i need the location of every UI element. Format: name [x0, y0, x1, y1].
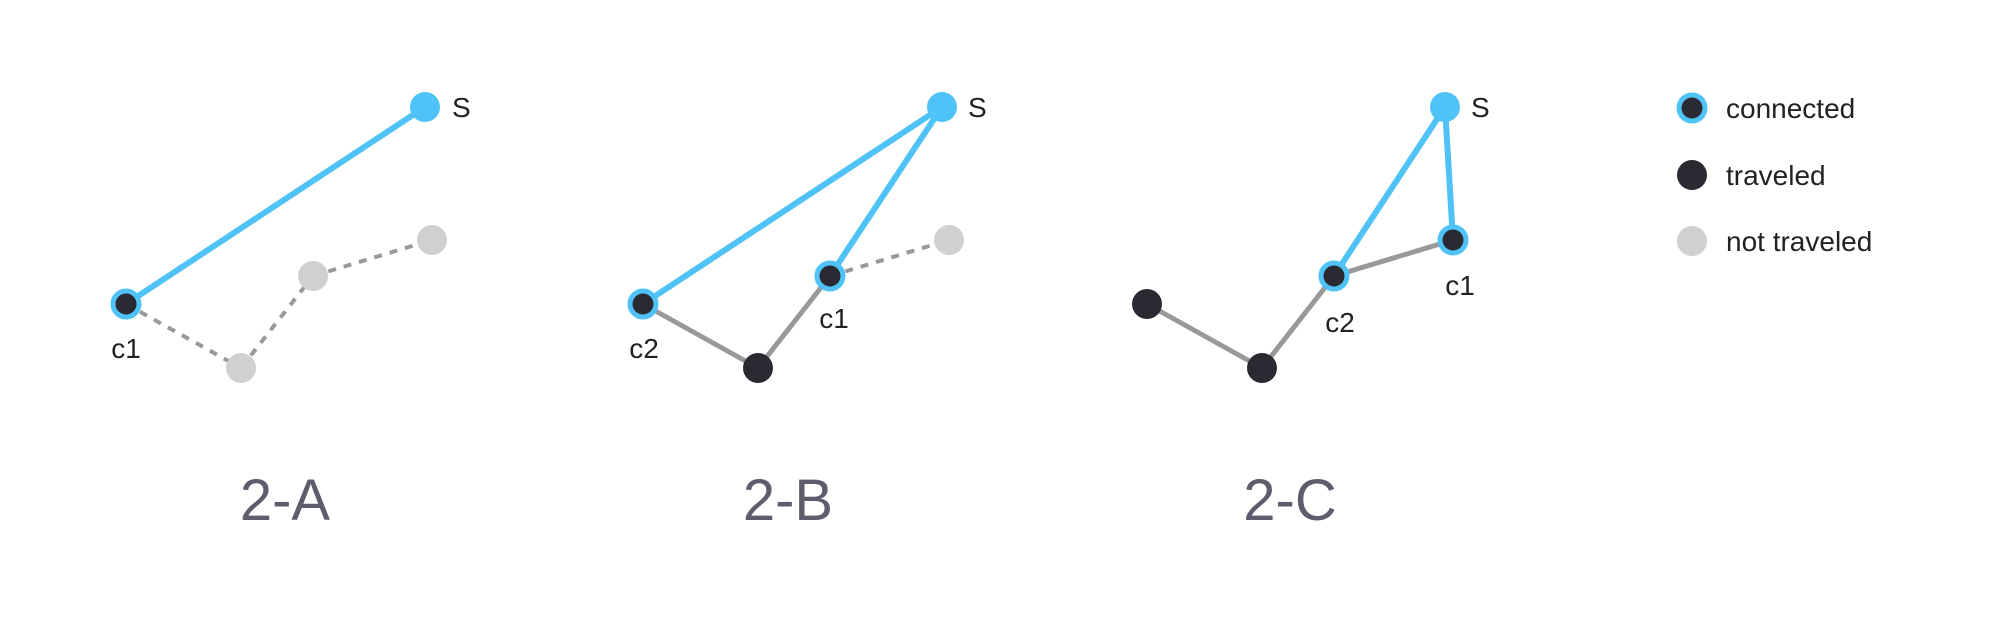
- legend-label: traveled: [1726, 160, 1826, 191]
- node-c1: [1437, 224, 1469, 256]
- panel-2-b: Sc2 c1 2-B: [627, 92, 987, 533]
- connected-edge: [827, 104, 945, 279]
- panel-nodes: Sc1: [110, 92, 471, 383]
- traveled-edge: [755, 273, 833, 371]
- node: [743, 353, 773, 383]
- node-c1: [110, 288, 142, 320]
- node-c2: [627, 288, 659, 320]
- not-traveled-edge: [312, 238, 433, 278]
- connected-edge: [123, 104, 428, 307]
- legend-item-traveled: traveled: [1677, 160, 1826, 191]
- legend-item-connected: connected: [1676, 92, 1855, 124]
- diagram-panels: Sc1 2-A Sc2 c1 2-B Sc2 c1 2-C: [110, 92, 1490, 533]
- panel-nodes: Sc2 c1: [627, 92, 987, 383]
- panel-title: 2-B: [743, 468, 833, 533]
- legend-label: connected: [1726, 93, 1855, 124]
- node: [298, 261, 328, 291]
- node-c2: [1318, 260, 1350, 292]
- legend-swatch-connected: [1676, 92, 1708, 124]
- node-label-c1: c1: [111, 333, 141, 364]
- node: [1247, 353, 1277, 383]
- not-traveled-edge: [239, 274, 315, 370]
- legend: connected traveled not traveled: [1676, 92, 1872, 257]
- legend-label: not traveled: [1726, 226, 1872, 257]
- traveled-edge: [1144, 301, 1265, 371]
- node-s: [410, 92, 440, 122]
- traveled-edge: [1259, 273, 1337, 371]
- legend-swatch-not-traveled: [1677, 226, 1707, 256]
- node: [417, 225, 447, 255]
- node: [1132, 289, 1162, 319]
- connected-edge: [1442, 104, 1456, 243]
- node-s: [1430, 92, 1460, 122]
- legend-swatch-traveled: [1677, 160, 1707, 190]
- node-label-c1: c1: [1445, 270, 1475, 301]
- panel-2-a: Sc1 2-A: [110, 92, 471, 533]
- not-traveled-edge: [125, 302, 242, 370]
- node-label-c1: c1: [819, 303, 849, 334]
- panel-title: 2-A: [240, 468, 331, 533]
- node: [934, 225, 964, 255]
- connected-edge: [640, 104, 945, 307]
- traveled-edge: [640, 301, 761, 371]
- panel-nodes: Sc2 c1: [1132, 92, 1490, 383]
- panel-title: 2-C: [1243, 468, 1336, 533]
- node-label-s: S: [452, 92, 471, 123]
- node-label-s: S: [968, 92, 987, 123]
- legend-item-not-traveled: not traveled: [1677, 226, 1872, 257]
- traveled-edge: [1331, 237, 1456, 279]
- panel-edges: [1144, 104, 1456, 371]
- panel-edges: [123, 104, 433, 370]
- node-c1: [814, 260, 846, 292]
- node-s: [927, 92, 957, 122]
- node-label-s: S: [1471, 92, 1490, 123]
- node-label-c2: c2: [1325, 307, 1355, 338]
- panel-2-c: Sc2 c1 2-C: [1132, 92, 1490, 533]
- panel-edges: [640, 104, 950, 371]
- not-traveled-edge: [829, 238, 950, 278]
- node-label-c2: c2: [629, 333, 659, 364]
- connected-edge: [1331, 104, 1448, 279]
- node: [226, 353, 256, 383]
